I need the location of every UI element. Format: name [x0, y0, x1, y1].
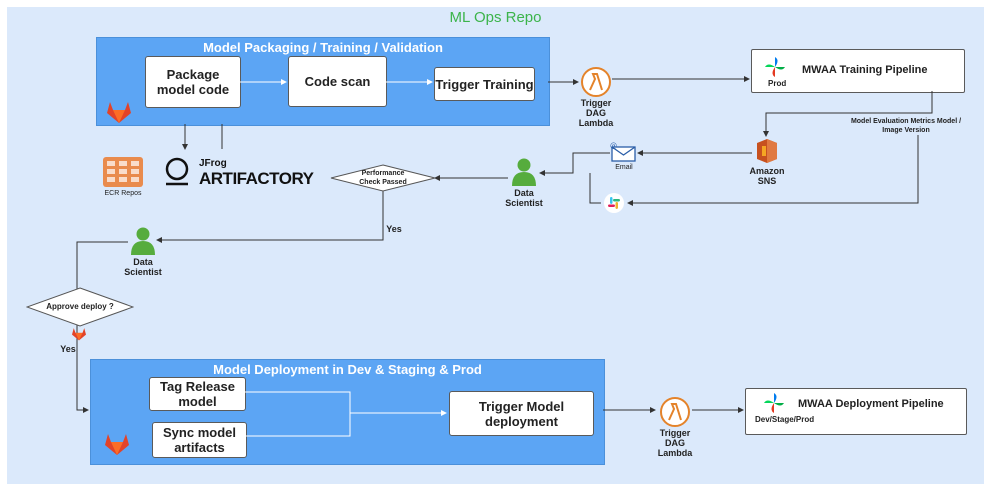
- approve-deploy-label: Approve deploy ?: [46, 302, 114, 311]
- sns-label: Amazon SNS: [749, 166, 785, 186]
- lambda-icon: [581, 67, 611, 97]
- tag-release-model-box[interactable]: Tag Release model: [149, 377, 246, 411]
- diagram-title: ML Ops Repo: [449, 9, 542, 26]
- airflow-icon: [765, 57, 785, 77]
- metrics-note: Model Evaluation Metrics Model / Image V…: [850, 118, 962, 134]
- yes-label-2: Yes: [60, 344, 76, 354]
- sns-icon: [757, 139, 777, 163]
- approve-deploy-diamond: [26, 287, 134, 327]
- deployment-pipeline-env: Dev/Stage/Prod: [755, 415, 815, 424]
- training-pipeline-title: MWAA Training Pipeline: [802, 64, 928, 76]
- email-label: Email: [615, 164, 633, 171]
- yes-label-1: Yes: [386, 224, 402, 234]
- gitlab-icon: [72, 328, 86, 341]
- lambda-bottom-label: Trigger DAG Lambda: [657, 428, 693, 458]
- trigger-training-box[interactable]: Trigger Training: [434, 67, 535, 101]
- sync-model-artifacts-box[interactable]: Sync model artifacts: [152, 422, 247, 458]
- ecr-icon: [103, 157, 143, 187]
- deployment-panel-title: Model Deployment in Dev & Staging & Prod: [213, 362, 482, 377]
- mwaa-deployment-pipeline-box[interactable]: MWAA Deployment Pipeline Dev/Stage/Prod: [745, 388, 967, 435]
- artifactory-label: ARTIFACTORY: [199, 169, 314, 188]
- jfrog-icon: [165, 157, 189, 186]
- gitlab-icon: [105, 434, 129, 455]
- packaging-panel-title: Model Packaging / Training / Validation: [203, 40, 443, 55]
- lambda-top-label: Trigger DAG Lambda: [578, 98, 614, 128]
- performance-check-diamond: [330, 164, 436, 192]
- ecr-repos-label: ECR Repos: [104, 190, 142, 197]
- lambda-icon: [660, 397, 690, 427]
- data-scientist-2-label: Data Scientist: [124, 257, 162, 277]
- package-model-code-box[interactable]: Package model code: [145, 56, 241, 108]
- jfrog-brand-label: JFrog: [199, 158, 227, 169]
- trigger-model-deployment-box[interactable]: Trigger Model deployment: [449, 391, 594, 436]
- svg-text:@: @: [610, 142, 617, 150]
- email-icon: @: [610, 142, 636, 162]
- training-pipeline-env: Prod: [768, 79, 787, 88]
- mwaa-training-pipeline-box[interactable]: MWAA Training Pipeline Prod: [751, 49, 965, 93]
- airflow-icon: [764, 393, 784, 413]
- slack-icon: [604, 193, 624, 213]
- data-scientist-icon: [131, 227, 155, 255]
- data-scientist-icon: [512, 158, 536, 186]
- gitlab-icon: [107, 102, 131, 123]
- performance-check-label: Performance Check Passed: [359, 170, 407, 186]
- deployment-pipeline-title: MWAA Deployment Pipeline: [798, 398, 944, 410]
- data-scientist-1-label: Data Scientist: [505, 188, 543, 208]
